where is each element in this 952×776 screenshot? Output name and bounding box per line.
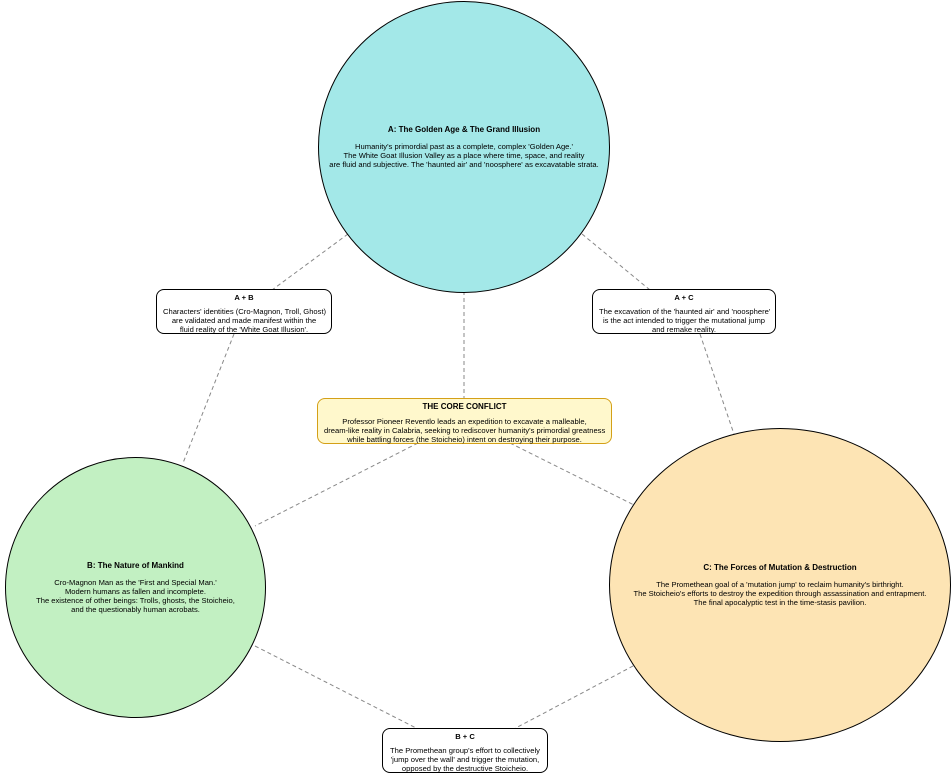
- box-a-plus-c: A + C The excavation of the 'haunted air…: [592, 289, 776, 334]
- box-ab-line: fluid reality of the 'White Goat Illusio…: [179, 325, 309, 335]
- core-conflict-box: THE CORE CONFLICT Professor Pioneer Reve…: [317, 398, 612, 444]
- box-ab-line: are validated and made manifest within t…: [171, 316, 317, 326]
- box-ac-body: The excavation of the 'haunted air' and …: [599, 307, 771, 335]
- box-ab-title: A + B: [234, 293, 254, 302]
- circle-b-line: Modern humans as fallen and incomplete.: [64, 586, 206, 596]
- connector-ac-to-c: [699, 333, 737, 441]
- circle-a-line: Humanity's primordial past as a complete…: [355, 141, 573, 151]
- core-conflict-body: Professor Pioneer Reventlo leads an expe…: [324, 417, 605, 444]
- circle-b-line: and the questionably human acrobats.: [71, 605, 200, 615]
- circle-a-body: Humanity's primordial past as a complete…: [329, 142, 599, 169]
- circle-c-line: The final apocalyptic test in the time-s…: [693, 598, 867, 608]
- circle-a-title: A: The Golden Age & The Grand Illusion: [387, 124, 541, 134]
- circle-a-line: The White Goat Illusion Valley as a plac…: [343, 150, 585, 160]
- box-ab-body: Characters' identities (Cro-Magnon, Trol…: [163, 307, 327, 335]
- box-ac-title: A + C: [674, 293, 694, 302]
- box-ac-line: The excavation of the 'haunted air' and …: [599, 307, 771, 316]
- box-bc-title: B + C: [455, 732, 475, 741]
- box-ac-line: and remake reality.: [651, 325, 716, 335]
- box-bc-body: The Promethean group's effort to collect…: [389, 746, 541, 773]
- circle-b-line: Cro-Magnon Man as the 'First and Special…: [54, 577, 217, 587]
- connector-a-to-ac: [581, 233, 651, 291]
- circle-c-body: The Promethean goal of a 'mutation jump'…: [633, 580, 926, 607]
- box-bc-line: opposed by the destructive Stoicheio.: [401, 764, 529, 774]
- connector-ab-to-b: [182, 333, 235, 464]
- circle-b-body: Cro-Magnon Man as the 'First and Special…: [36, 578, 235, 614]
- box-b-plus-c: B + C The Promethean group's effort to c…: [382, 728, 548, 773]
- core-line: while battling forces (the Stoicheio) in…: [347, 435, 582, 445]
- circle-a-line: are fluid and subjective. The 'haunted a…: [329, 160, 599, 170]
- circle-b-line: The existence of other beings: Trolls, g…: [36, 596, 235, 605]
- circle-c-forces-of-mutation: C: The Forces of Mutation & Destruction …: [609, 428, 951, 742]
- connector-core-to-c: [509, 442, 653, 515]
- circle-b-nature-of-mankind: B: The Nature of Mankind Cro-Magnon Man …: [5, 457, 266, 718]
- core-line: Professor Pioneer Reventlo leads an expe…: [342, 417, 587, 426]
- box-ac-line: is the act intended to trigger the mutat…: [602, 316, 766, 326]
- box-bc-line: The Promethean group's effort to collect…: [390, 746, 540, 755]
- circle-b-title: B: The Nature of Mankind: [87, 560, 184, 570]
- connector-b-to-bc: [254, 645, 421, 731]
- connector-bc-to-c: [511, 655, 653, 731]
- core-conflict-title: THE CORE CONFLICT: [422, 402, 507, 411]
- box-ab-line: Characters' identities (Cro-Magnon, Trol…: [163, 307, 327, 316]
- box-bc-line: 'jump over the wall' and trigger the mut…: [390, 755, 540, 765]
- circle-c-line: The Stoicheio's efforts to destroy the e…: [633, 588, 927, 598]
- connector-core-to-b: [254, 442, 419, 527]
- box-a-plus-b: A + B Characters' identities (Cro-Magnon…: [156, 289, 332, 334]
- core-line: dream-like reality in Calabria, seeking …: [324, 426, 606, 436]
- connector-a-to-ab: [271, 233, 349, 291]
- circle-a-golden-age: A: The Golden Age & The Grand Illusion H…: [318, 1, 610, 293]
- circle-c-title: C: The Forces of Mutation & Destruction: [703, 562, 857, 572]
- circle-c-line: The Promethean goal of a 'mutation jump'…: [656, 579, 904, 589]
